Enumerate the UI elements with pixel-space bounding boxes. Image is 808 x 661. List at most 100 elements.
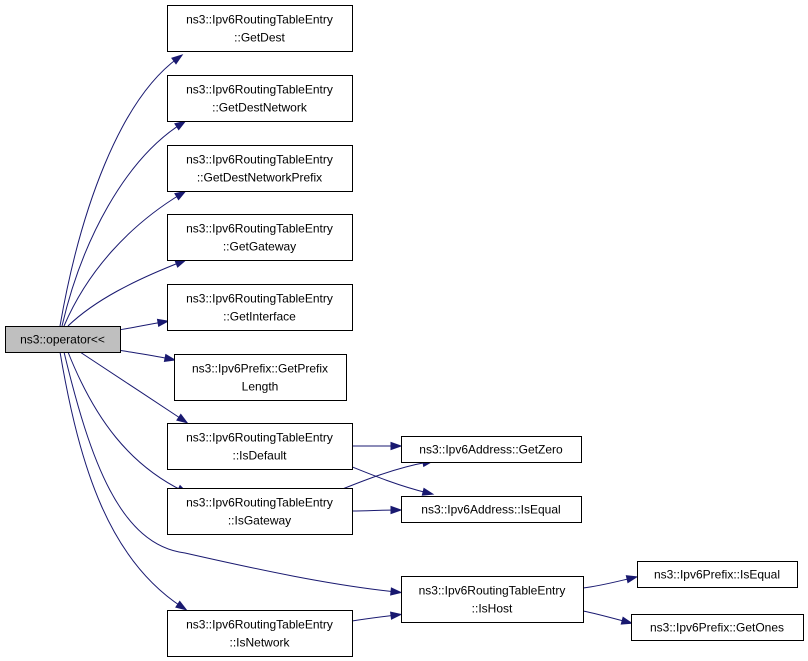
edge-root-to-ishost — [63, 351, 403, 596]
edge-ishost-to-prefixisequal — [582, 575, 639, 589]
edge-line — [582, 577, 633, 589]
node-isdefault[interactable]: ns3::Ipv6RoutingTableEntry::IsDefault — [167, 423, 353, 470]
node-getgateway[interactable]: ns3::Ipv6RoutingTableEntry::GetGateway — [167, 214, 353, 261]
edge-root-to-getdest — [59, 54, 184, 327]
node-box[interactable] — [401, 436, 582, 463]
node-label-line: ::GetDestNetwork — [212, 101, 308, 115]
node-label-line: ns3::Ipv6RoutingTableEntry — [186, 83, 333, 97]
node-box[interactable] — [5, 326, 121, 353]
node-label-line: ::GetInterface — [223, 310, 296, 324]
edge-line — [67, 261, 182, 327]
edge-root-to-getinterface — [117, 318, 170, 331]
node-box[interactable] — [174, 354, 347, 401]
node-box[interactable] — [167, 610, 353, 657]
node-box[interactable] — [167, 214, 353, 261]
edge-line — [79, 351, 184, 421]
node-label-line: ns3::Ipv6RoutingTableEntry — [186, 153, 333, 167]
node-label-line: ns3::Ipv6RoutingTableEntry — [186, 292, 333, 306]
node-label-line: ns3::Ipv6Prefix::GetPrefix — [192, 362, 328, 376]
node-isnetwork[interactable]: ns3::Ipv6RoutingTableEntry::IsNetwork — [167, 610, 353, 657]
edge-root-to-isnetwork — [59, 351, 188, 611]
edge-line — [351, 614, 397, 622]
edge-line — [339, 461, 429, 494]
arrowhead-icon — [156, 318, 170, 328]
node-getdestnetwork[interactable]: ns3::Ipv6RoutingTableEntry::GetDestNetwo… — [167, 75, 353, 122]
edge-line — [117, 321, 164, 331]
arrowhead-icon — [390, 441, 403, 451]
arrowhead-icon — [620, 616, 634, 625]
edge-line — [351, 509, 397, 512]
node-label-line: ns3::Ipv6RoutingTableEntry — [186, 496, 333, 510]
node-root[interactable]: ns3::operator<< — [5, 326, 121, 353]
node-box[interactable] — [167, 75, 353, 122]
node-getdestnetworkprefix[interactable]: ns3::Ipv6RoutingTableEntry::GetDestNetwo… — [167, 145, 353, 192]
node-label-line: Length — [242, 380, 279, 394]
node-box[interactable] — [167, 284, 353, 331]
node-label-line: ns3::operator<< — [20, 333, 105, 347]
node-box[interactable] — [167, 5, 353, 52]
nodes-layer: ns3::operator<<ns3::Ipv6RoutingTableEntr… — [5, 5, 804, 657]
node-box[interactable] — [631, 614, 804, 641]
edge-line — [117, 349, 171, 360]
node-getzero[interactable]: ns3::Ipv6Address::GetZero — [401, 436, 582, 463]
edge-root-to-isgateway — [67, 351, 189, 494]
node-label-line: ::IsDefault — [232, 449, 287, 463]
edge-line — [67, 351, 184, 492]
edge-root-to-getdestnetwork — [61, 120, 187, 327]
node-label-line: ns3::Ipv6RoutingTableEntry — [186, 13, 333, 27]
arrowhead-icon — [421, 487, 435, 496]
node-getdest[interactable]: ns3::Ipv6RoutingTableEntry::GetDest — [167, 5, 353, 52]
arrowhead-icon — [625, 575, 639, 584]
node-addrisequal[interactable]: ns3::Ipv6Address::IsEqual — [401, 496, 582, 523]
edge-ishost-to-getones — [582, 610, 634, 625]
edge-line — [61, 123, 182, 327]
node-getones[interactable]: ns3::Ipv6Prefix::GetOnes — [631, 614, 804, 641]
edge-line — [59, 351, 183, 608]
node-label-line: ns3::Ipv6RoutingTableEntry — [186, 618, 333, 632]
node-label-line: ::IsHost — [472, 602, 513, 616]
arrowhead-icon — [390, 587, 403, 596]
edge-root-to-getgateway — [67, 259, 188, 327]
node-label-line: ::IsGateway — [228, 514, 291, 528]
edge-root-to-isdefault — [79, 351, 189, 424]
arrowhead-icon — [174, 120, 187, 131]
node-label-line: ns3::Ipv6RoutingTableEntry — [186, 222, 333, 236]
node-label-line: ::GetDest — [234, 31, 285, 45]
node-label-line: ns3::Ipv6RoutingTableEntry — [186, 431, 333, 445]
node-isgateway[interactable]: ns3::Ipv6RoutingTableEntry::IsGateway — [167, 488, 353, 535]
edge-isdefault-to-getzero — [351, 441, 403, 451]
node-label-line: ::GetDestNetworkPrefix — [197, 171, 322, 185]
node-label-line: ns3::Ipv6Prefix::IsEqual — [654, 568, 780, 582]
edge-root-to-getprefixlength — [117, 349, 177, 363]
edge-isgateway-to-getzero — [339, 458, 435, 491]
arrowhead-icon — [176, 413, 189, 424]
edge-line — [59, 57, 179, 327]
node-getinterface[interactable]: ns3::Ipv6RoutingTableEntry::GetInterface — [167, 284, 353, 331]
node-box[interactable] — [167, 145, 353, 192]
arrowhead-icon — [171, 54, 184, 65]
arrowhead-icon — [174, 259, 188, 268]
node-box[interactable] — [167, 488, 353, 535]
node-prefixisequal[interactable]: ns3::Ipv6Prefix::IsEqual — [637, 561, 798, 588]
edge-isgateway-to-addrisequal — [351, 505, 403, 515]
edge-isnetwork-to-ishost — [351, 611, 403, 622]
node-label-line: ns3::Ipv6Address::GetZero — [419, 443, 563, 457]
edge-line — [63, 193, 182, 327]
node-box[interactable] — [401, 496, 582, 523]
edge-line — [63, 351, 397, 593]
edge-root-to-getdestnetworkprefix — [63, 190, 187, 327]
arrowhead-icon — [390, 505, 403, 515]
node-box[interactable] — [167, 423, 353, 470]
node-label-line: ::IsNetwork — [229, 636, 290, 650]
node-ishost[interactable]: ns3::Ipv6RoutingTableEntry::IsHost — [401, 576, 584, 623]
node-label-line: ns3::Ipv6Address::IsEqual — [421, 503, 560, 517]
node-label-line: ns3::Ipv6Prefix::GetOnes — [650, 621, 784, 635]
node-label-line: ns3::Ipv6RoutingTableEntry — [419, 584, 566, 598]
node-box[interactable] — [401, 576, 584, 623]
edge-line — [582, 610, 628, 623]
node-box[interactable] — [637, 561, 798, 588]
arrowhead-icon — [174, 190, 187, 201]
edges-layer — [59, 54, 639, 625]
